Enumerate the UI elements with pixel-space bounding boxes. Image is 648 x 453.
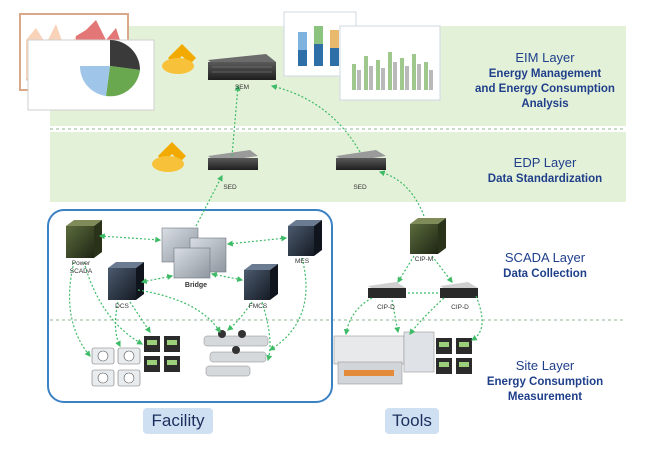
arrow-sed-right-to-sem bbox=[270, 84, 361, 153]
mes-label: MES bbox=[294, 258, 310, 265]
tools-meters-digital-icon bbox=[436, 338, 472, 374]
power-scada-cabinet-icon bbox=[66, 220, 102, 258]
www-icon-mid bbox=[152, 142, 186, 172]
arrow-fmcs-flow-lower bbox=[261, 301, 273, 362]
facility-group-box bbox=[47, 209, 333, 403]
cip-d-left-label: CIP-D bbox=[377, 304, 395, 311]
dashboard-chart-pie bbox=[27, 39, 155, 111]
arrow-mes-flow bbox=[268, 257, 307, 351]
arrow-cipm-cipd-right bbox=[431, 255, 453, 283]
sem-label: SEM bbox=[234, 84, 250, 91]
eim-layer-title: EIM Layer bbox=[515, 50, 575, 65]
sem-server-icon bbox=[208, 54, 276, 80]
site-layer-desc-line1: Energy Consumption bbox=[486, 376, 604, 388]
fmcs-cabinet-icon bbox=[244, 264, 278, 300]
eim-layer-desc-line3: Analysis bbox=[521, 98, 569, 110]
power-scada-label: Power SCADA bbox=[56, 260, 106, 276]
facility-meters-digital-icon bbox=[144, 336, 180, 372]
edp-layer-title: EDP Layer bbox=[513, 155, 577, 170]
site-layer-desc-line2: Measurement bbox=[507, 391, 583, 403]
edp-layer-desc: Data Standardization bbox=[487, 173, 603, 185]
fmcs-label: FMCS bbox=[248, 303, 268, 310]
arrow-dcs-flow bbox=[137, 289, 221, 334]
sed-left-label: SED bbox=[223, 184, 237, 191]
connection-arrows bbox=[69, 84, 483, 362]
cip-m-cabinet-icon bbox=[410, 218, 446, 254]
site-layer-title: Site Layer bbox=[515, 358, 575, 373]
mes-cabinet-icon bbox=[288, 220, 322, 256]
facility-flow-meters-icon bbox=[203, 330, 269, 377]
arrow-bridge-fmcs bbox=[210, 271, 244, 283]
cip-m-label: CIP-M bbox=[414, 256, 434, 263]
dashboard-chart-bar-grouped bbox=[339, 25, 441, 101]
arrow-bridge-dcs bbox=[140, 273, 174, 285]
facility-group-label: Facility bbox=[143, 408, 213, 434]
sed-left-server-icon bbox=[208, 150, 258, 170]
tools-group-label: Tools bbox=[385, 408, 439, 434]
cip-d-right-label: CIP-D bbox=[451, 304, 469, 311]
arrow-powerscada-digital bbox=[83, 261, 144, 345]
www-icon-top bbox=[162, 44, 196, 74]
eim-layer-desc-line1: Energy Management bbox=[488, 68, 602, 80]
facility-meters-round-icon bbox=[91, 347, 141, 387]
scada-layer-title: SCADA Layer bbox=[504, 250, 586, 265]
arrow-cipd-right-tools bbox=[409, 297, 445, 335]
power-scada-label-text: Power SCADA bbox=[69, 260, 93, 275]
arrow-cipd-left-tools-2 bbox=[391, 299, 401, 334]
arrow-bridge-mes bbox=[226, 235, 288, 247]
bridge-label: Bridge bbox=[184, 282, 208, 289]
arrow-powerscada-meters bbox=[69, 261, 91, 357]
bridge-rack-icon bbox=[161, 227, 227, 279]
tools-equipment-icon bbox=[333, 331, 435, 385]
sed-right-server-icon bbox=[336, 150, 386, 170]
arrow-sed-left-to-sem bbox=[231, 84, 241, 157]
arrow-fmcs-flowmeters bbox=[227, 301, 253, 331]
cip-d-right-box-icon bbox=[440, 282, 478, 298]
cip-d-left-box-icon bbox=[368, 282, 406, 298]
scada-layer-desc: Data Collection bbox=[503, 268, 587, 280]
arrow-bridge-to-sed-left bbox=[195, 174, 223, 227]
arrow-powerscada-bridge bbox=[98, 233, 162, 243]
dcs-label: DCS bbox=[115, 303, 129, 310]
arrow-dcs-meters bbox=[114, 301, 121, 348]
arrow-cipm-to-sed-right bbox=[378, 170, 425, 217]
eim-layer-desc-line2: and Energy Consumption bbox=[475, 83, 615, 95]
arrow-cipd-right-meters bbox=[470, 295, 483, 341]
sed-right-label: SED bbox=[353, 184, 367, 191]
arrow-cipm-cipd-left bbox=[397, 255, 415, 284]
dcs-cabinet-icon bbox=[108, 262, 144, 300]
